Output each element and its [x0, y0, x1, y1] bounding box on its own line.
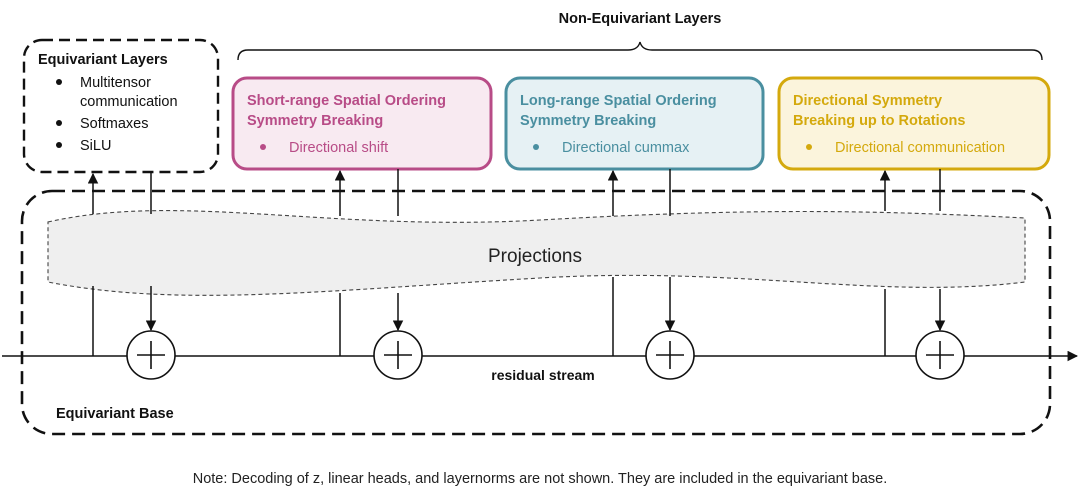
bullet-dot-icon: [533, 144, 539, 150]
projections-band: [47, 210, 1026, 296]
layer-box: [231, 76, 493, 171]
connector-group: [87, 169, 965, 380]
equivariant-layer-item: communication: [80, 94, 178, 110]
layer-box-bullet: Directional cummax: [562, 140, 690, 156]
equivariant-layer-item: Multitensor: [80, 75, 151, 91]
footnote: Note: Decoding of z, linear heads, and l…: [193, 471, 888, 487]
projections-label: Projections: [488, 246, 582, 267]
layer-box: [777, 76, 1051, 171]
equivariant-layer-item: Softmaxes: [80, 116, 149, 132]
non-equivariant-title: Non-Equivariant Layers: [559, 11, 722, 27]
layer-box-bullet: Directional communication: [835, 140, 1005, 156]
bullet-dot-icon: [806, 144, 812, 150]
layer-box-bullet: Directional shift: [289, 140, 388, 156]
layer-box-title: Symmetry Breaking: [247, 113, 383, 129]
bullet-dot-icon: [56, 142, 62, 148]
equivariant-base-label: Equivariant Base: [56, 406, 174, 422]
bullet-dot-icon: [56, 120, 62, 126]
non-equivariant-brace: [237, 41, 1043, 61]
layer-box-title: Directional Symmetry: [793, 93, 942, 109]
layer-box-title: Breaking up to Rotations: [793, 113, 965, 129]
equivariant-layers-box: [22, 38, 220, 174]
layer-box-title: Symmetry Breaking: [520, 113, 656, 129]
equivariant-base-container: [20, 189, 1052, 436]
layer-box-title: Long-range Spatial Ordering: [520, 93, 717, 109]
bullet-dot-icon: [260, 144, 266, 150]
bullet-dot-icon: [56, 79, 62, 85]
equivariant-layers-title: Equivariant Layers: [38, 52, 168, 68]
layer-box: [504, 76, 765, 171]
residual-stream-label: residual stream: [491, 367, 595, 383]
layer-box-title: Short-range Spatial Ordering: [247, 93, 446, 109]
equivariant-layer-item: SiLU: [80, 138, 111, 154]
